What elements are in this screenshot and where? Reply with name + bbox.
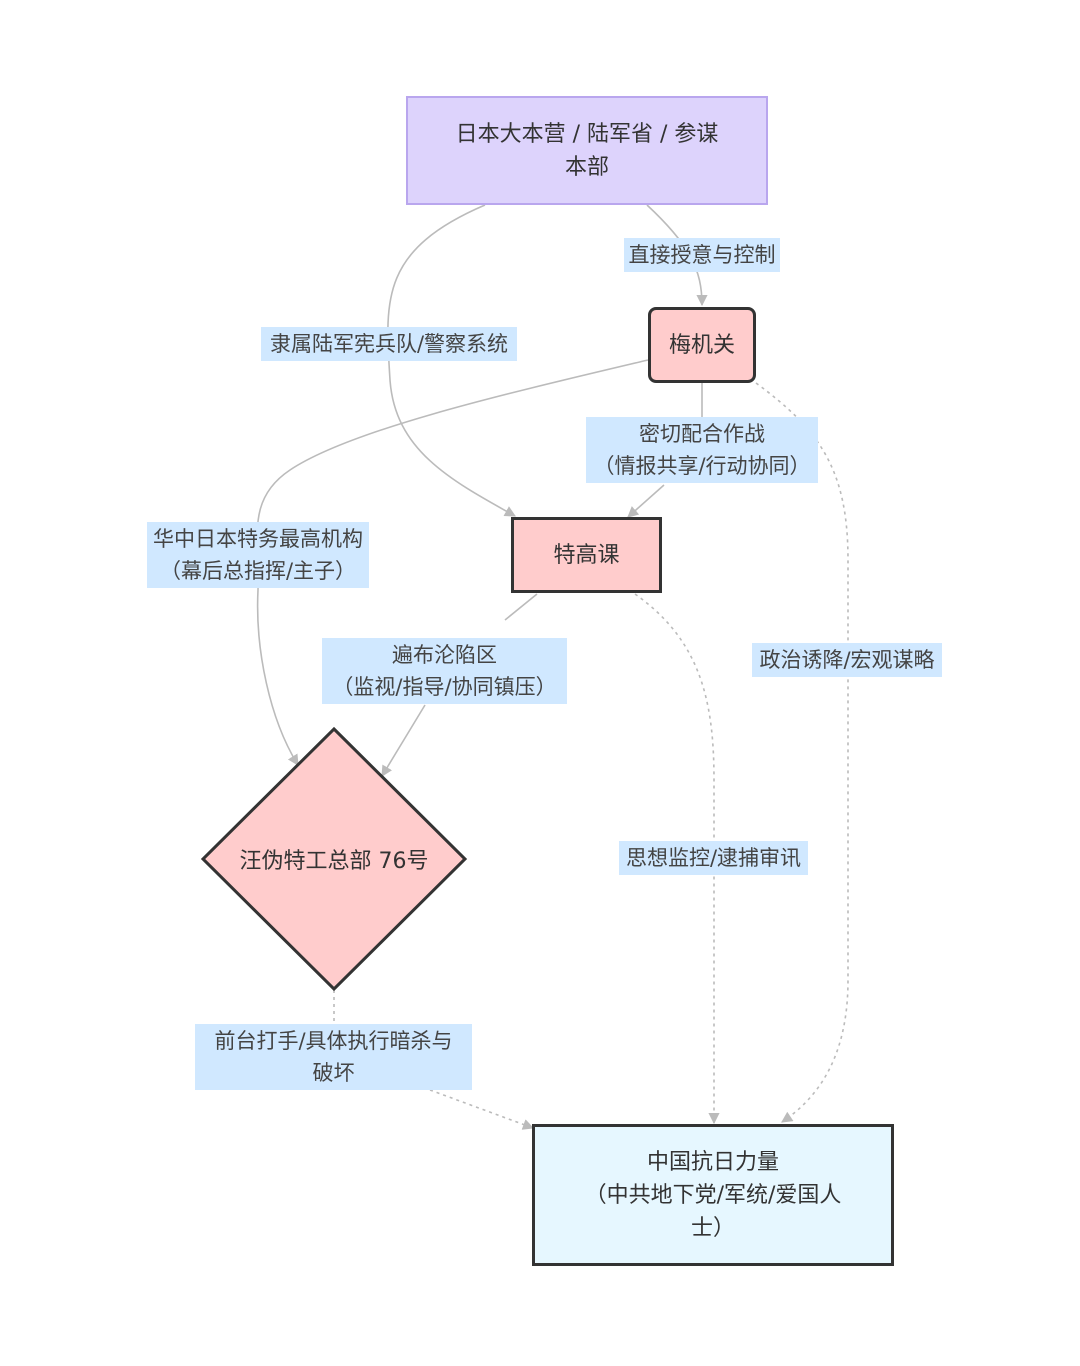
edge-76-cn	[333, 990, 533, 1128]
edge-label-line: 遍布沦陷区	[392, 643, 497, 667]
edge-ume-tk	[628, 383, 703, 517]
edge-label-ume-tk: 密切配合作战 （情报共享/行动协同）	[586, 417, 818, 483]
edge-label-tk-cn: 思想监控/逮捕审讯	[619, 841, 808, 875]
edge-tk-cn	[634, 593, 720, 1125]
node-chinese-resistance: 中国抗日力量 （中共地下党/军统/爱国人 士）	[532, 1124, 894, 1266]
node-line: 中国抗日力量	[646, 1149, 779, 1175]
edge-label-line: （监视/指导/协同镇压）	[332, 675, 557, 699]
node-japan-imperial-hq-text: 日本大本营 / 陆军省 / 参谋 本部	[456, 118, 719, 184]
edge-label-tk-76: 遍布沦陷区 （监视/指导/协同镇压）	[322, 638, 567, 704]
edge-label-line: （情报共享/行动协同）	[593, 454, 811, 478]
edge-label-ume-cn: 政治诱降/宏观谋略	[752, 643, 942, 677]
node-line: 日本大本营 / 陆军省 / 参谋	[455, 121, 719, 147]
edge-label-hq-ume: 直接授意与控制	[624, 238, 780, 272]
node-ume-agency-label: 梅机关	[668, 332, 735, 358]
node-tokko: 特高课	[511, 517, 662, 593]
node-no76: 汪伪特工总部 76号	[203, 728, 465, 990]
edge-label-line: 直接授意与控制	[628, 243, 776, 267]
edge-label-line: 华中日本特务最高机构	[153, 527, 363, 551]
edge-tk-76	[382, 593, 538, 776]
edge-label-line: 政治诱降/宏观谋略	[759, 648, 935, 672]
edge-label-line: 前台打手/具体执行暗杀与	[214, 1029, 453, 1053]
node-no76-label: 汪伪特工总部 76号	[239, 849, 429, 874]
edge-label-line: 破坏	[312, 1061, 355, 1085]
node-chinese-resistance-text: 中国抗日力量 （中共地下党/军统/爱国人 士）	[585, 1146, 842, 1245]
node-line: 本部	[564, 154, 609, 180]
node-japan-imperial-hq: 日本大本营 / 陆军省 / 参谋 本部	[406, 96, 768, 205]
edge-ume-cn	[755, 382, 849, 1123]
edge-hq-tk	[387, 204, 516, 517]
node-line: 士）	[690, 1215, 735, 1241]
n76-diamond-shape	[200, 726, 468, 992]
node-ume-agency: 梅机关	[648, 307, 756, 383]
edge-label-line: 隶属陆军宪兵队/警察系统	[269, 332, 509, 356]
node-line: （中共地下党/军统/爱国人	[584, 1182, 842, 1208]
edge-label-line: （幕后总指挥/主子）	[159, 559, 357, 583]
edge-ume-76	[256, 359, 649, 766]
edge-label-ume-76: 华中日本特务最高机构 （幕后总指挥/主子）	[147, 522, 369, 588]
edge-label-76-cn: 前台打手/具体执行暗杀与 破坏	[195, 1024, 472, 1090]
edge-label-hq-tk: 隶属陆军宪兵队/警察系统	[261, 327, 517, 361]
edge-label-line: 思想监控/逮捕审讯	[625, 846, 802, 870]
node-tokko-label: 特高课	[553, 542, 620, 568]
edge-label-line: 密切配合作战	[639, 422, 765, 446]
